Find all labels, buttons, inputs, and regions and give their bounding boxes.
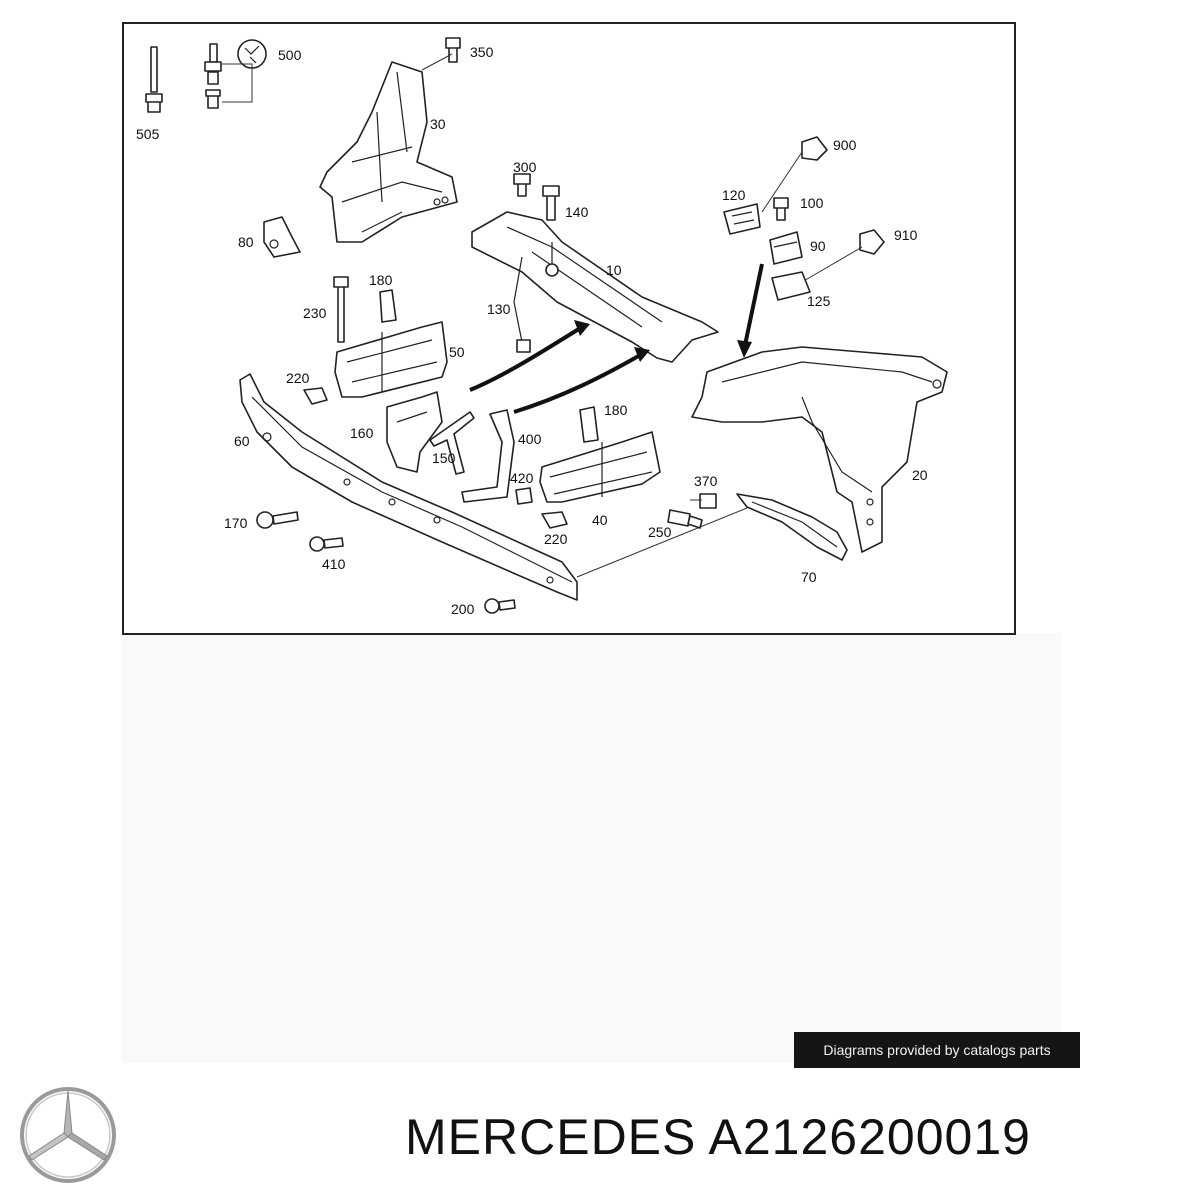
callout-505: 505: [136, 126, 160, 142]
part-400-bracket: [461, 409, 515, 503]
page-title: MERCEDES A2126200019: [405, 1109, 1031, 1165]
callout-50: 50: [449, 344, 465, 360]
callout-170: 170: [224, 515, 248, 531]
part-420-nut: [515, 487, 533, 505]
part-20-frame: [691, 346, 948, 553]
arrow-head-right: [737, 340, 752, 358]
assembly-arrow-mid: [513, 352, 643, 414]
part-120-clip: [723, 203, 761, 235]
part-300-bolt: [513, 173, 531, 197]
callout-30: 30: [430, 116, 446, 132]
callout-180a: 180: [369, 272, 393, 288]
callout-160: 160: [350, 425, 374, 441]
part-180a-bracket: [379, 289, 397, 323]
part-80-bracket: [263, 216, 301, 258]
part-140-bolt: [542, 185, 560, 221]
part-220a-clip: [303, 387, 328, 405]
callout-370: 370: [694, 473, 718, 489]
part-60-bumper-beam: [239, 373, 748, 601]
arrow-head-mid: [634, 347, 650, 362]
part-230-bolt: [333, 276, 349, 343]
callout-250: 250: [648, 524, 672, 540]
part-410-bolt: [309, 536, 344, 552]
callout-910: 910: [894, 227, 918, 243]
part-910-clip: [801, 229, 885, 283]
callout-100: 100: [800, 195, 824, 211]
callout-180b: 180: [604, 402, 628, 418]
part-160-bracket: [386, 391, 443, 473]
callout-70: 70: [801, 569, 817, 585]
part-180b-bracket: [579, 406, 599, 443]
part-250-bolt: [667, 509, 703, 529]
credit-badge: Diagrams provided by catalogs parts: [794, 1032, 1080, 1068]
part-50-rail: [334, 321, 448, 398]
callout-140: 140: [565, 204, 589, 220]
callout-220a: 220: [286, 370, 310, 386]
callout-410: 410: [322, 556, 346, 572]
callout-300: 300: [513, 159, 537, 175]
parts-diagram: 505 500 350 30 900 300 140 120 100 90 91…: [122, 22, 1016, 635]
part-505-bolt: [145, 46, 163, 113]
callout-500: 500: [278, 47, 302, 63]
callout-230: 230: [303, 305, 327, 321]
callout-400: 400: [518, 431, 542, 447]
assembly-arrow-left: [469, 325, 584, 392]
arrow-head-left: [574, 320, 590, 336]
callout-10: 10: [606, 262, 622, 278]
part-40-rail: [539, 431, 661, 503]
part-90-clip: [769, 231, 803, 265]
part-900-clip: [761, 136, 828, 213]
part-220b-clip: [541, 511, 568, 529]
callout-130: 130: [487, 301, 511, 317]
callout-125: 125: [807, 293, 831, 309]
part-170-bolt: [256, 511, 299, 529]
part-70-bracket: [736, 493, 848, 561]
part-150-bracket: [429, 411, 475, 475]
callout-80: 80: [238, 234, 254, 250]
lower-background-panel: [121, 633, 1061, 1063]
callout-120: 120: [722, 187, 746, 203]
part-350-bolt: [445, 37, 461, 63]
part-370-bolt: [690, 493, 717, 509]
callout-420: 420: [510, 470, 534, 486]
part-10-crossmember: [471, 211, 719, 363]
callout-200: 200: [451, 601, 475, 617]
part-100-bolt: [773, 197, 789, 221]
callout-90: 90: [810, 238, 826, 254]
part-30-bracket: [319, 53, 458, 243]
diagram-drawing: 505 500 350 30 900 300 140 120 100 90 91…: [136, 37, 948, 617]
callout-900: 900: [833, 137, 857, 153]
callout-350: 350: [470, 44, 494, 60]
callout-20: 20: [912, 467, 928, 483]
assembly-arrow-right: [742, 263, 764, 351]
callout-150: 150: [432, 450, 456, 466]
mercedes-star-icon: [20, 1087, 116, 1183]
callout-220b: 220: [544, 531, 568, 547]
callout-40: 40: [592, 512, 608, 528]
part-500-bolts: [204, 39, 267, 109]
part-200-bolt: [484, 598, 516, 614]
callout-60: 60: [234, 433, 250, 449]
part-125-clip: [771, 271, 811, 301]
